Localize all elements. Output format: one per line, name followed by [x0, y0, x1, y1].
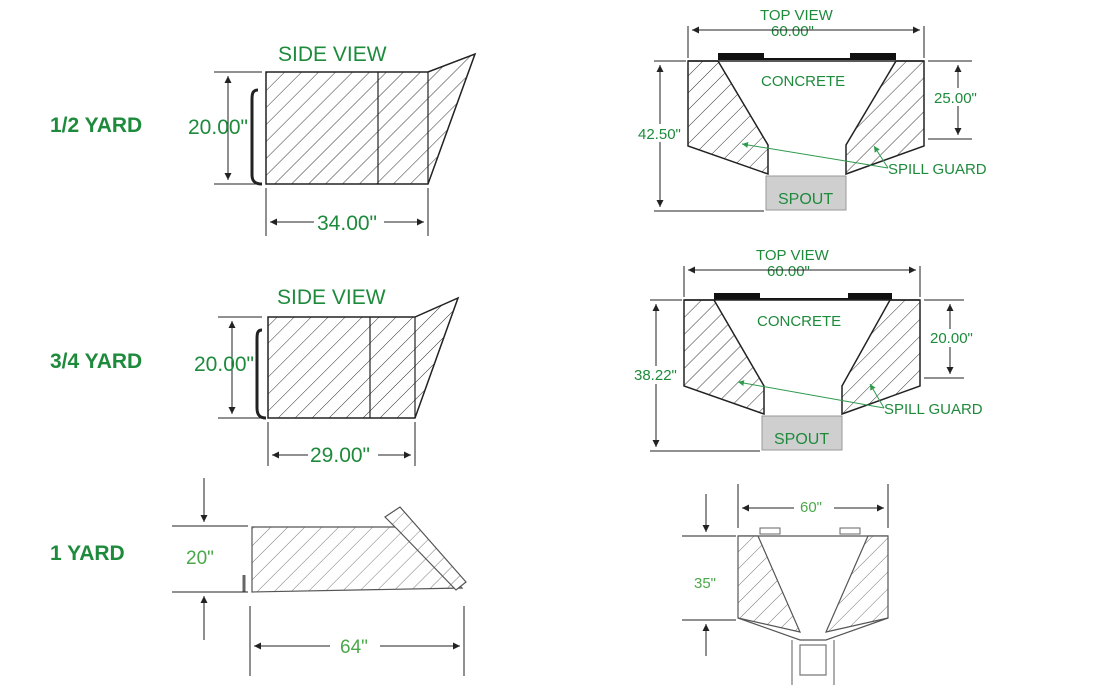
- top-view-one-yard: 60" 35": [682, 484, 889, 685]
- row-label: 3/4 YARD: [50, 350, 142, 373]
- side-view-body: [251, 526, 464, 593]
- side-view-body: [267, 296, 460, 419]
- height-dimension-label: 20": [186, 548, 214, 569]
- top-view-three-quarter-yard: TOP VIEW 60.00" CONCRETE SPOUT 20.00" 38…: [634, 247, 983, 452]
- label-backdrop: [330, 634, 380, 658]
- top-view-left-wall: [683, 299, 765, 416]
- spill-guard-label: SPILL GUARD: [888, 161, 987, 178]
- side-view-title: SIDE VIEW: [277, 286, 386, 309]
- label-backdrop: [794, 497, 834, 517]
- top-view-right-wall: [841, 299, 921, 416]
- side-view-three-quarter-yard: SIDE VIEW 20.00" 29.00": [194, 286, 460, 467]
- side-view-title: SIDE VIEW: [278, 43, 387, 66]
- spout: [765, 175, 847, 211]
- row-half-yard: 1/2 YARD SIDE VIEW 20.00" 34.00" TOP VIE…: [50, 7, 987, 236]
- top-view-title: TOP VIEW: [756, 247, 830, 264]
- top-view-width-label: 60.00": [771, 23, 814, 40]
- top-view-material-label: CONCRETE: [757, 313, 841, 330]
- top-view-title: TOP VIEW: [760, 7, 834, 24]
- height-dimension-label: 20.00": [194, 353, 254, 376]
- row-one-yard: 1 YARD 20" 64" 60": [50, 478, 889, 685]
- top-view-left-wall: [737, 535, 802, 633]
- top-view-bottom: [737, 617, 889, 641]
- top-rail-gap: [760, 292, 848, 298]
- length-dimension-label: 29.00": [310, 444, 370, 467]
- spill-guard-leader: [737, 380, 885, 409]
- spill-guard-leader: [741, 142, 889, 169]
- label-backdrop: [314, 210, 384, 234]
- top-view-width-label: 60": [800, 499, 822, 516]
- label-backdrop: [634, 366, 682, 384]
- label-backdrop: [932, 88, 984, 106]
- upper-depth-label: 20.00": [930, 330, 973, 347]
- length-dimension-label: 34.00": [317, 212, 377, 235]
- spout-label: SPOUT: [774, 431, 829, 448]
- top-view-width-label: 60.00": [767, 263, 810, 280]
- top-view-left-wall: [687, 60, 769, 176]
- discharge-chute: [791, 640, 835, 685]
- height-dimension-label: 20.00": [188, 116, 248, 139]
- mount-bracket: [250, 88, 263, 186]
- row-three-quarter-yard: 3/4 YARD SIDE VIEW 20.00" 29.00" TOP VIE…: [50, 247, 983, 467]
- length-dimension-label: 64": [340, 637, 368, 658]
- spout-label: SPOUT: [778, 191, 833, 208]
- top-view-material-label: CONCRETE: [761, 73, 845, 90]
- top-rail-gap: [764, 52, 850, 58]
- top-view-height-label: 35": [694, 575, 716, 592]
- label-backdrop: [308, 444, 378, 466]
- spill-guard-leader: [869, 383, 885, 409]
- top-view-half-yard: TOP VIEW 60.00" CONCRETE SPOUT 25.00": [638, 7, 987, 212]
- side-view-one-yard: 20" 64": [172, 478, 467, 676]
- spill-guard-label: SPILL GUARD: [884, 401, 983, 418]
- label-backdrop: [928, 329, 980, 347]
- top-view-right-wall: [845, 60, 925, 176]
- row-label: 1 YARD: [50, 542, 125, 565]
- label-backdrop: [638, 124, 686, 142]
- side-view-discharge: [384, 506, 467, 591]
- row-label: 1/2 YARD: [50, 114, 142, 137]
- top-view-right-wall: [824, 535, 889, 633]
- total-height-label: 38.22": [634, 367, 677, 384]
- total-height-label: 42.50": [638, 126, 681, 143]
- side-view-half-yard: SIDE VIEW 20.00" 34.00": [188, 43, 477, 236]
- spout: [761, 415, 843, 451]
- side-view-body: [265, 52, 477, 185]
- upper-depth-label: 25.00": [934, 90, 977, 107]
- top-tab: [759, 527, 781, 535]
- spill-guard-leader: [873, 145, 889, 169]
- mount-bracket: [255, 328, 267, 420]
- top-tab: [839, 527, 861, 535]
